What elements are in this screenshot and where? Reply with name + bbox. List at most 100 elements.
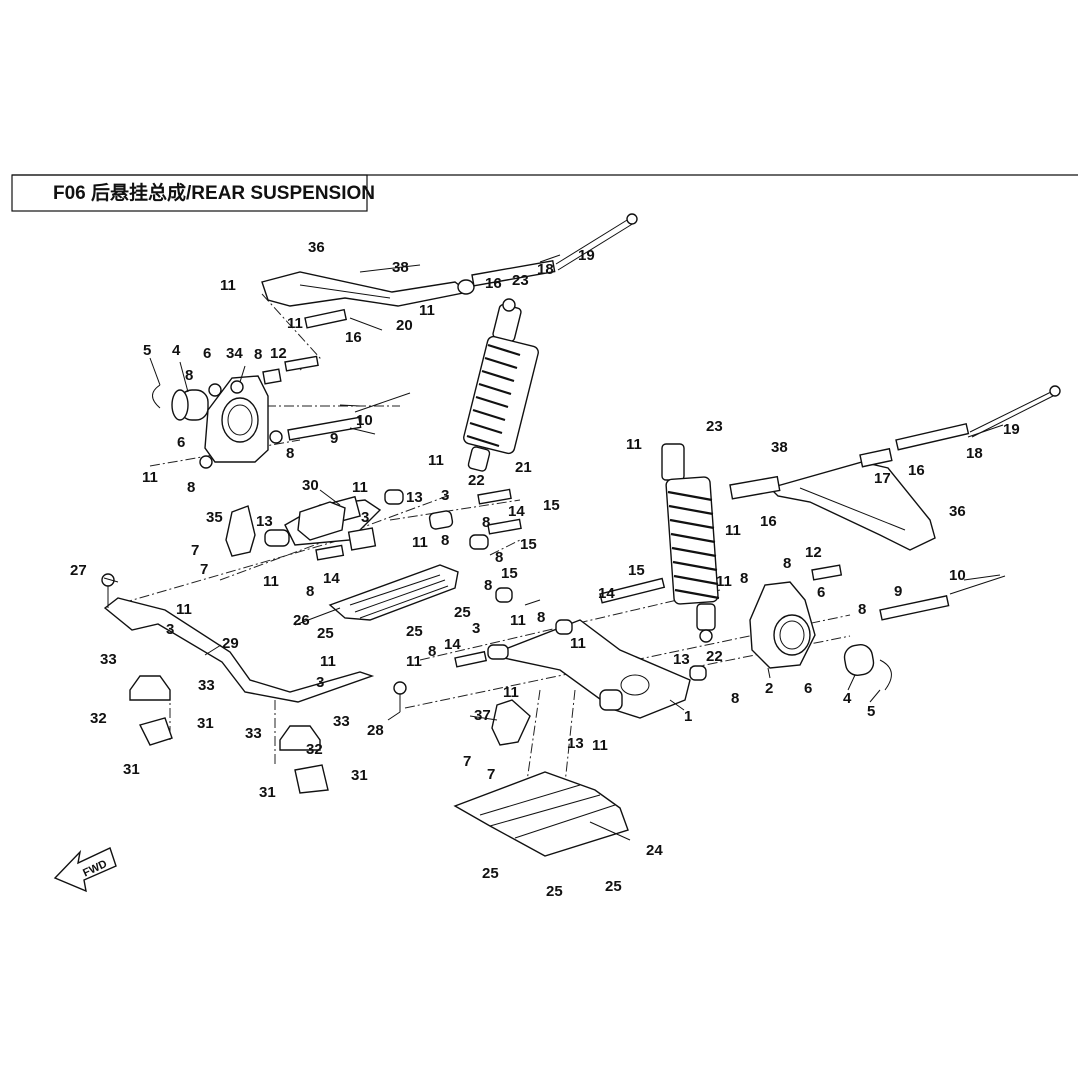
protector-bracket-35 (225, 505, 256, 557)
callout: 11 (725, 522, 741, 539)
callout: 8 (537, 609, 545, 626)
callout: 31 (197, 715, 214, 732)
callout: 11 (412, 534, 428, 551)
callout: 8 (858, 601, 866, 618)
callout: 37 (474, 707, 491, 724)
callout: 8 (495, 549, 503, 566)
callout: 3 (472, 620, 480, 637)
callout: 15 (501, 565, 518, 582)
callout: 13 (256, 513, 273, 530)
callout: 4 (172, 342, 181, 359)
callout: 22 (468, 472, 485, 489)
callout: 32 (90, 710, 107, 727)
callout: 6 (203, 345, 211, 362)
callout: 11 (570, 635, 586, 652)
callout: 11 (503, 684, 519, 701)
callout: 4 (843, 690, 852, 707)
page-title: F06 后悬挂总成/REAR SUSPENSION (53, 181, 375, 204)
callout: 38 (771, 439, 788, 456)
callout: 11 (626, 436, 642, 453)
callout: 11 (419, 302, 435, 319)
callout: 8 (254, 346, 262, 363)
callout: 2 (765, 680, 773, 697)
callout: 38 (392, 259, 409, 276)
callout: 15 (520, 536, 537, 553)
title-box (11, 174, 368, 212)
callout: 16 (760, 513, 777, 530)
callout: 33 (100, 651, 117, 668)
callout: 16 (908, 462, 925, 479)
callout: 8 (286, 445, 294, 462)
callout: 35 (206, 509, 223, 526)
callout: 27 (70, 562, 87, 579)
protector-bracket-37 (491, 699, 531, 746)
callout: 13 (406, 489, 423, 506)
callout: 31 (259, 784, 276, 801)
callout: 31 (351, 767, 368, 784)
callout: 16 (345, 329, 362, 346)
callout: 23 (512, 272, 529, 289)
callout: 5 (143, 342, 151, 359)
callout: 6 (817, 584, 825, 601)
callout: 14 (508, 503, 525, 520)
callout: 21 (515, 459, 532, 476)
knuckle-right (749, 564, 1006, 691)
callout: 11 (142, 469, 158, 486)
callout: 28 (367, 722, 384, 739)
callout: 5 (867, 703, 875, 720)
callout: 18 (537, 261, 554, 278)
callout: 8 (740, 570, 748, 587)
callout: 3 (441, 487, 449, 504)
callout: 7 (463, 753, 471, 770)
callout: 36 (308, 239, 325, 256)
callout: 25 (317, 625, 334, 642)
callout: 17 (874, 470, 891, 487)
upper-a-arm-right (729, 385, 1061, 551)
callout: 22 (706, 648, 723, 665)
callout: 26 (293, 612, 310, 629)
callout: 8 (185, 367, 193, 384)
skid-plate-upper (328, 564, 459, 621)
lower-arm-right (454, 577, 707, 719)
shock-absorber-left (463, 298, 539, 472)
callout: 9 (894, 583, 902, 600)
callout: 3 (166, 621, 174, 638)
callout: 25 (454, 604, 471, 621)
callout: 32 (306, 741, 323, 758)
callout: 16 (485, 275, 502, 292)
callout: 20 (396, 317, 413, 334)
knuckle-left (152, 308, 411, 469)
callout: 24 (646, 842, 663, 859)
callout: 8 (441, 532, 449, 549)
callout: 33 (333, 713, 350, 730)
callout: 19 (1003, 421, 1020, 438)
leader-lines (103, 254, 1004, 841)
callout: 15 (543, 497, 560, 514)
callout: 33 (245, 725, 262, 742)
callout: 8 (306, 583, 314, 600)
callout-labels: 36 38 11 18 19 16 23 11 20 11 16 5 4 6 3… (70, 239, 1020, 900)
callout: 13 (673, 651, 690, 668)
callout: 10 (949, 567, 966, 584)
callout: 34 (226, 345, 243, 362)
upper-a-arm-left (261, 213, 638, 307)
callout: 11 (510, 612, 526, 629)
callout: 9 (330, 430, 338, 447)
callout: 8 (783, 555, 791, 572)
callout: 25 (605, 878, 622, 895)
skid-plate-lower (453, 771, 629, 857)
callout: 11 (406, 653, 422, 670)
stabilizer-clamps (129, 675, 329, 794)
assembly-centerlines (104, 293, 851, 831)
callout: 7 (487, 766, 495, 783)
callout: 14 (598, 585, 615, 602)
callout: 8 (482, 514, 490, 531)
stabilizer-bar (101, 573, 407, 712)
callout: 14 (444, 636, 461, 653)
callout: 29 (222, 635, 239, 652)
callout: 23 (706, 418, 723, 435)
callout: 30 (302, 477, 319, 494)
callout: 3 (316, 674, 324, 691)
callout: 8 (484, 577, 492, 594)
callout: 11 (716, 573, 732, 590)
